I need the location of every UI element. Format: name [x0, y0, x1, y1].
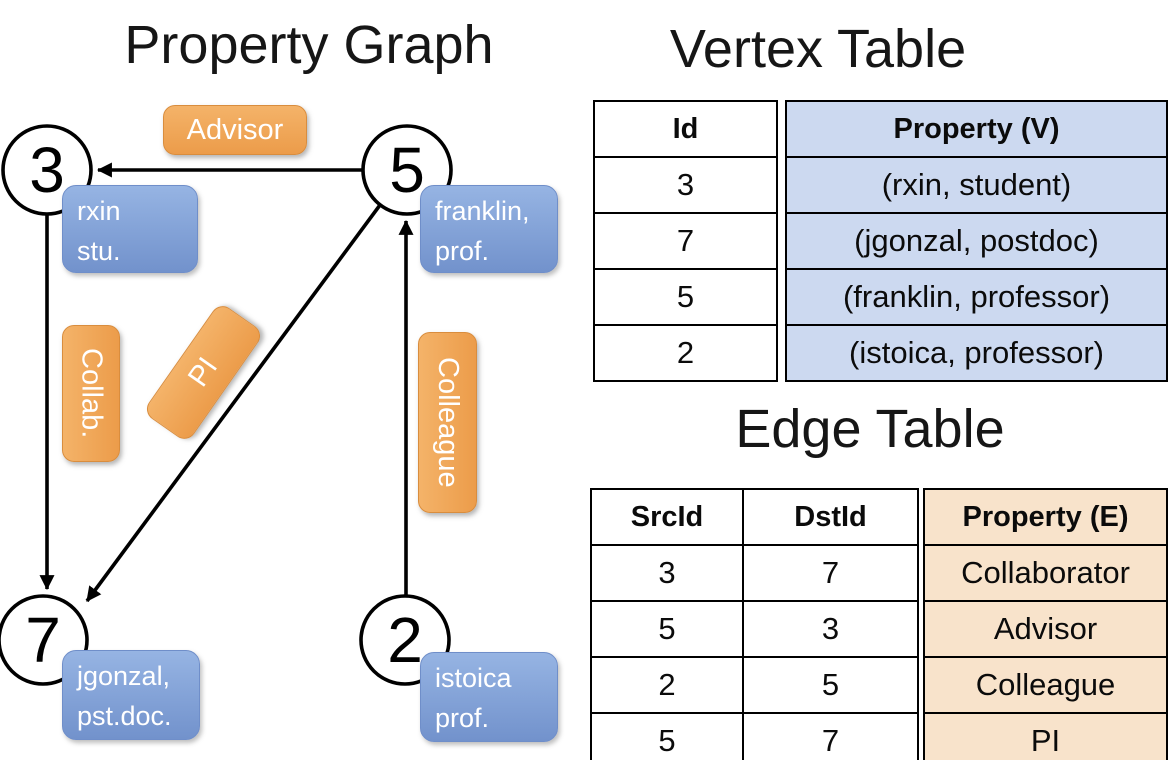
table-row: PI: [923, 712, 1168, 760]
vertex-table-title: Vertex Table: [669, 19, 967, 79]
edge-table-title: Edge Table: [735, 399, 1005, 459]
vertex-id-2: 2: [387, 604, 423, 676]
vertex-property-cell: (franklin, professor): [785, 268, 1168, 326]
edge-table-property-column: Property (E) Collaborator Advisor Collea…: [923, 488, 1168, 760]
edge-property-cell: PI: [923, 712, 1168, 760]
edge-property-cell: Colleague: [923, 656, 1168, 714]
edge-src-cell: 5: [590, 712, 744, 760]
vertex-id-5: 5: [389, 134, 425, 206]
table-row: 5 7: [590, 712, 919, 760]
table-row: 7: [593, 212, 778, 270]
edge-src-cell: 2: [590, 656, 744, 714]
table-row: 3 7: [590, 544, 919, 602]
vertex-table-property-column: Property (V) (rxin, student) (jgonzal, p…: [785, 100, 1168, 382]
table-row: 5: [593, 268, 778, 326]
edge-table-header-dstid: DstId: [742, 488, 919, 546]
vertex-id-cell: 2: [593, 324, 778, 382]
edge-src-cell: 3: [590, 544, 744, 602]
edge-table-header-property: Property (E): [923, 488, 1168, 546]
edge-label-advisor: Advisor: [163, 105, 307, 155]
table-row: 3: [593, 156, 778, 214]
table-row: Colleague: [923, 656, 1168, 714]
edge-label-colleague: Colleague: [418, 332, 477, 513]
vertex-property-box-3: rxin stu.: [62, 185, 198, 273]
edge-src-cell: 5: [590, 600, 744, 658]
table-row: 2 5: [590, 656, 919, 714]
table-row: Advisor: [923, 600, 1168, 658]
edge-label-collab: Collab.: [62, 325, 120, 462]
edge-dst-cell: 7: [742, 544, 919, 602]
vertex-property-box-2: istoica prof.: [420, 652, 558, 742]
edge-table-id-columns: SrcId DstId 3 7 5 3 2 5 5 7: [590, 488, 919, 760]
edge-property-cell: Advisor: [923, 600, 1168, 658]
vertex-table-header-id: Id: [593, 100, 778, 158]
edge-dst-cell: 5: [742, 656, 919, 714]
vertex-property-cell: (jgonzal, postdoc): [785, 212, 1168, 270]
vertex-id-cell: 5: [593, 268, 778, 326]
vertex-table-id-column: Id 3 7 5 2: [593, 100, 778, 382]
table-row: (rxin, student): [785, 156, 1168, 214]
vertex-property-cell: (istoica, professor): [785, 324, 1168, 382]
table-row: (jgonzal, postdoc): [785, 212, 1168, 270]
table-row: 5 3: [590, 600, 919, 658]
edge-arrow-5-to-7: [85, 203, 382, 603]
vertex-id-3: 3: [29, 134, 65, 206]
edge-dst-cell: 7: [742, 712, 919, 760]
vertex-property-box-5: franklin, prof.: [420, 185, 558, 273]
vertex-table-header-property: Property (V): [785, 100, 1168, 158]
vertex-id-cell: 7: [593, 212, 778, 270]
edge-table-header-srcid: SrcId: [590, 488, 744, 546]
table-row: 2: [593, 324, 778, 382]
table-row: Collaborator: [923, 544, 1168, 602]
vertex-property-cell: (rxin, student): [785, 156, 1168, 214]
property-graph-title: Property Graph: [124, 15, 494, 75]
table-row: (franklin, professor): [785, 268, 1168, 326]
vertex-id-cell: 3: [593, 156, 778, 214]
vertex-property-box-7: jgonzal, pst.doc.: [62, 650, 200, 740]
property-graph-canvas: [0, 124, 453, 686]
vertex-id-7: 7: [25, 604, 61, 676]
edge-property-cell: Collaborator: [923, 544, 1168, 602]
table-row: (istoica, professor): [785, 324, 1168, 382]
edge-dst-cell: 3: [742, 600, 919, 658]
